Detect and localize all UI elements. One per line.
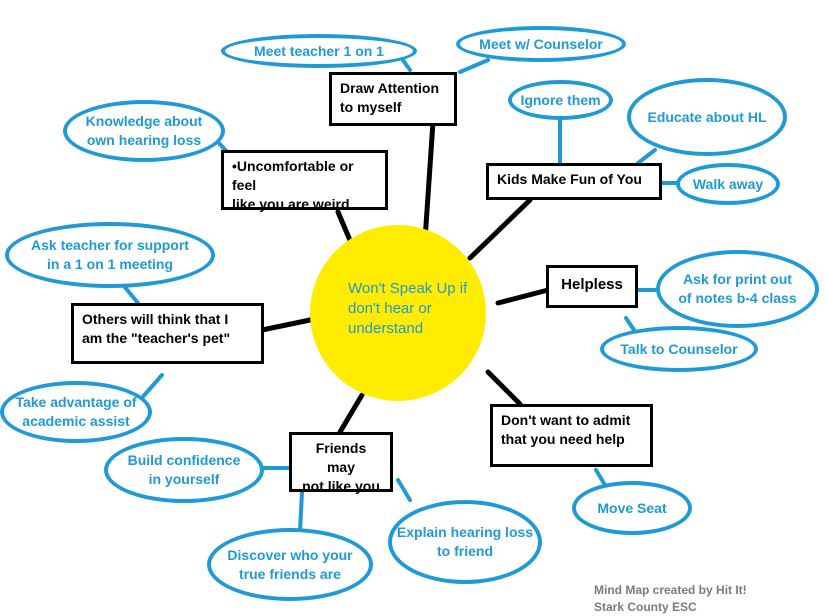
bubble-knowledge: Knowledge about own hearing loss <box>63 100 225 162</box>
connector-helpless <box>495 287 551 306</box>
bubble-take-advantage: Take advantage of academic assist <box>0 381 152 443</box>
bubble-explain-hl: Explain hearing loss to friend <box>388 500 542 584</box>
node-kids-make-fun: Kids Make Fun of You <box>486 163 662 200</box>
connector-others-think <box>259 317 313 333</box>
connector-draw-attention <box>422 119 436 243</box>
bubble-ask-print: Ask for print out of notes b-4 class <box>656 250 819 328</box>
bubble-meet-teacher: Meet teacher 1 on 1 <box>221 34 417 68</box>
node-draw-attention: Draw Attention to myself <box>329 72 457 126</box>
connector-dont-want-admit <box>485 369 523 407</box>
node-others-think: Others will think that I am the "teacher… <box>71 303 264 364</box>
node-uncomfortable: •Uncomfortable or feel like you are weir… <box>221 150 388 212</box>
bubble-ask-teacher: Ask teacher for support in a 1 on 1 meet… <box>5 222 215 288</box>
connector-friends <box>337 392 365 435</box>
link-move-seat <box>594 468 607 487</box>
bubble-meet-counselor: Meet w/ Counselor <box>456 26 626 62</box>
bubble-build-confidence: Build confidence in yourself <box>104 437 264 503</box>
link-ask-teacher <box>121 283 140 305</box>
node-helpless: Helpless <box>546 265 638 308</box>
link-discover-friends <box>298 490 304 534</box>
central-topic-text: Won't Speak Up if don't hear or understa… <box>348 280 468 337</box>
link-educate-hl <box>636 148 657 165</box>
bubble-move-seat: Move Seat <box>572 481 692 535</box>
credit-text: Mind Map created by Hit It! Stark County… <box>594 583 747 614</box>
connector-kids-make-fun <box>467 197 533 261</box>
central-topic-circle <box>310 225 486 401</box>
bubble-walk-away: Walk away <box>676 163 780 205</box>
node-friends-may-not: Friends may not like you <box>289 432 393 494</box>
link-meet-counselor <box>458 58 490 74</box>
bubble-ignore-them: Ignore them <box>508 80 613 120</box>
bubble-educate-hl: Educate about HL <box>627 78 787 156</box>
link-explain-hl <box>396 478 412 502</box>
bubble-talk-counselor: Talk to Counselor <box>600 326 758 372</box>
node-dont-want-admit: Don't want to admit that you need help <box>490 404 653 467</box>
link-take-advantage <box>138 373 164 402</box>
bubble-discover-friends: Discover who your true friends are <box>207 528 373 601</box>
